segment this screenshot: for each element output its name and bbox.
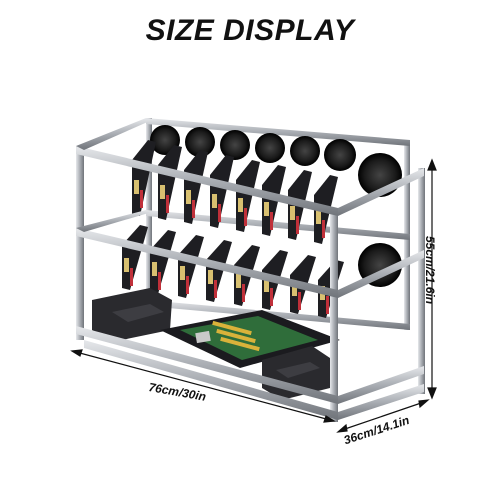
page-title: SIZE DISPLAY xyxy=(145,14,355,47)
bottom-tier xyxy=(92,288,340,400)
fan-icon xyxy=(185,127,215,157)
gpu-row-top xyxy=(132,140,338,244)
fan-icon xyxy=(255,133,285,163)
fan-icon xyxy=(324,139,356,171)
height-dimension-label: 55cm/21.6in xyxy=(423,236,437,305)
fan-icon xyxy=(290,136,320,166)
front-frame xyxy=(76,118,425,422)
dimension-lines xyxy=(70,158,437,433)
fan-icon xyxy=(220,130,250,160)
